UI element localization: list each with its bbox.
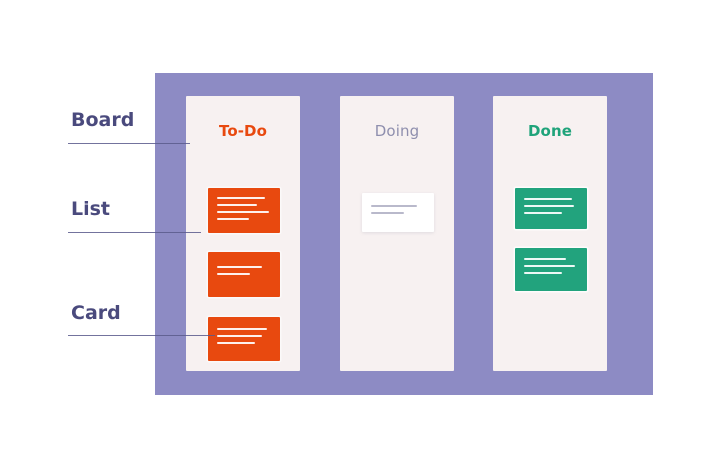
card-done-2[interactable]: [515, 248, 587, 291]
card-text-lines: [217, 328, 271, 349]
board-container[interactable]: To-Do: [155, 73, 653, 395]
card-todo-1[interactable]: [208, 188, 280, 233]
list-title-done: Done: [527, 122, 572, 140]
card-text-lines: [371, 205, 425, 219]
card-text-lines: [524, 258, 578, 279]
card-done-1[interactable]: [515, 188, 587, 229]
list-doing[interactable]: Doing: [340, 96, 454, 371]
annotation-leader-line-card: [68, 335, 215, 336]
list-todo[interactable]: To-Do: [186, 96, 300, 371]
list-title-todo: To-Do: [218, 122, 268, 140]
annotation-label-card: Card: [71, 302, 121, 324]
list-title-doing: Doing: [374, 122, 420, 140]
card-text-lines: [217, 197, 271, 225]
annotation-leader-line-list: [68, 232, 201, 233]
card-todo-2[interactable]: [208, 252, 280, 297]
list-done[interactable]: Done: [493, 96, 607, 371]
annotation-label-board: Board: [71, 109, 135, 131]
card-doing-1[interactable]: [362, 193, 434, 232]
annotation-leader-line-board: [68, 143, 190, 144]
annotation-label-list: List: [71, 198, 111, 220]
card-todo-3[interactable]: [208, 317, 280, 361]
card-text-lines: [217, 266, 271, 280]
card-text-lines: [524, 198, 578, 219]
